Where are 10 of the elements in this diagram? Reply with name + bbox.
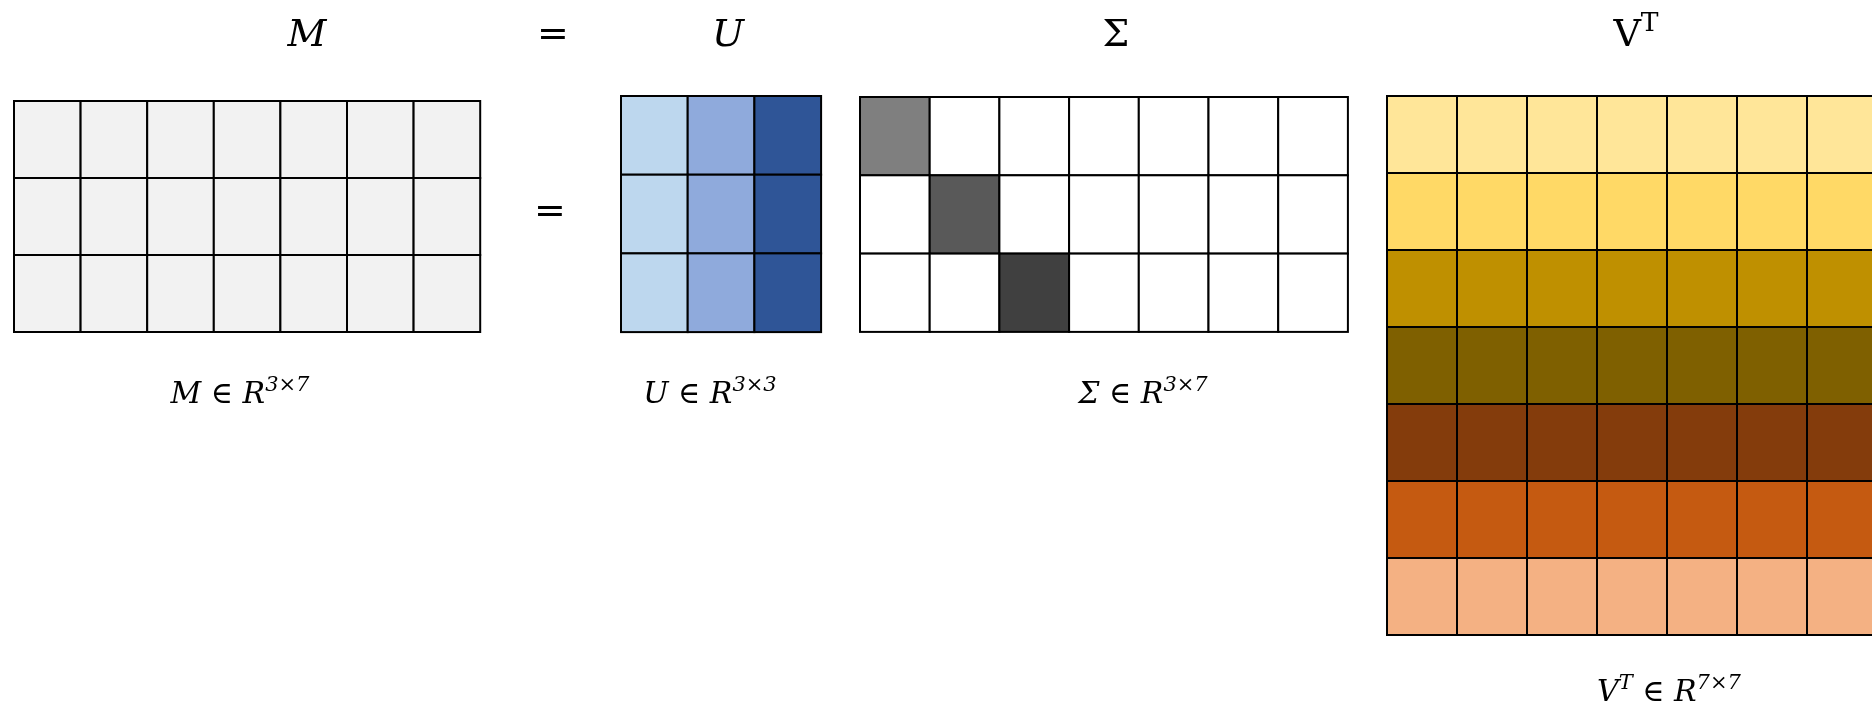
- matrix-symbol: Σ: [1102, 13, 1130, 55]
- dimension-label: Σ ∈ R$^{3×7}$: [1078, 375, 1208, 409]
- equals-sign: =: [534, 190, 566, 232]
- dimension-label: U ∈ R$^{3×3}$: [643, 375, 777, 409]
- dimension-label: V$^{T}$ ∈ R$^{7×7}$: [1597, 673, 1741, 707]
- dimension-label: M ∈ R$^{3×7}$: [170, 375, 310, 409]
- matrix-symbol: V$^{T}$: [1613, 13, 1659, 55]
- matrix-symbol: U: [712, 13, 744, 55]
- matrix-symbol: M: [287, 13, 327, 55]
- equals-sign: =: [537, 13, 569, 55]
